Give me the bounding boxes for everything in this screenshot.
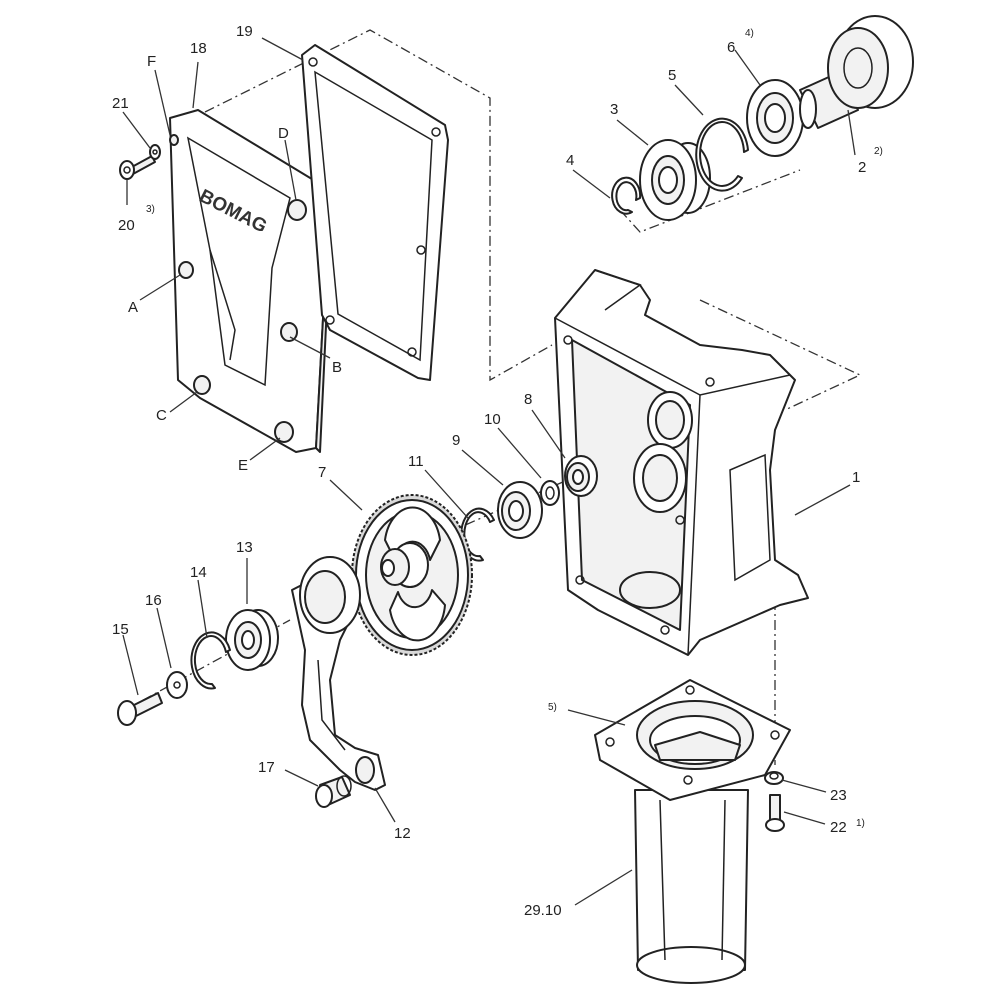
label-22: 22 (830, 819, 847, 836)
flange (594, 679, 791, 801)
label-2: 2 (858, 159, 866, 176)
point-C: C (156, 407, 167, 424)
ring-10 (540, 480, 560, 506)
shaft-2 (799, 15, 914, 129)
label-8: 8 (524, 391, 532, 408)
point-labels: F D A B C E (128, 53, 342, 474)
label-4: 4 (566, 152, 574, 169)
cover-plate: BOMAG (169, 109, 333, 453)
label-5: 5 (668, 67, 676, 84)
note-22: 1) (856, 818, 865, 829)
bearing-8 (564, 455, 598, 497)
label-18: 18 (190, 40, 207, 57)
label-16: 16 (145, 592, 162, 609)
bearing-9 (497, 481, 543, 539)
point-F: F (147, 53, 156, 70)
label-9: 9 (452, 432, 460, 449)
leader-lines (122, 37, 856, 906)
label-21: 21 (112, 95, 129, 112)
point-E: E (238, 457, 248, 474)
column-29-10 (634, 789, 749, 984)
lever-arm-12 (291, 556, 386, 791)
gear-7 (351, 494, 473, 656)
washer-16 (166, 671, 188, 699)
label-7: 7 (318, 464, 326, 481)
label-flange-note: 5) (548, 702, 557, 713)
part-labels: 18 19 21 20 3) 4 3 5 6 4) 2 2) 1 8 10 9 … (112, 23, 883, 919)
label-14: 14 (190, 564, 207, 581)
label-29-10: 29.10 (524, 902, 562, 919)
label-20: 20 (118, 217, 135, 234)
circlip-5 (695, 117, 749, 192)
nut-23 (764, 771, 784, 785)
point-A: A (128, 299, 138, 316)
bearing-13 (225, 609, 279, 671)
screw-22 (765, 794, 785, 832)
label-13: 13 (236, 539, 253, 556)
label-1: 1 (852, 469, 860, 486)
note-6: 4) (745, 28, 754, 39)
label-11: 11 (408, 453, 424, 470)
gasket (301, 44, 449, 381)
label-15: 15 (112, 621, 129, 638)
label-12: 12 (394, 825, 411, 842)
seal-6 (746, 79, 804, 157)
label-6: 6 (727, 39, 735, 56)
bushing-17 (315, 775, 352, 808)
label-19: 19 (236, 23, 253, 40)
point-D: D (278, 125, 289, 142)
point-B: B (332, 359, 342, 376)
washer-21 (149, 144, 161, 160)
note-2: 2) (874, 146, 883, 157)
circlip-4 (611, 176, 642, 215)
label-3: 3 (610, 101, 618, 118)
bolt-15 (117, 692, 163, 726)
screw-20 (119, 155, 156, 180)
label-17: 17 (258, 759, 275, 776)
note-20: 3) (146, 204, 155, 215)
label-10: 10 (484, 411, 501, 428)
circlip-14 (190, 631, 231, 690)
housing-1 (554, 269, 809, 656)
label-23: 23 (830, 787, 847, 804)
